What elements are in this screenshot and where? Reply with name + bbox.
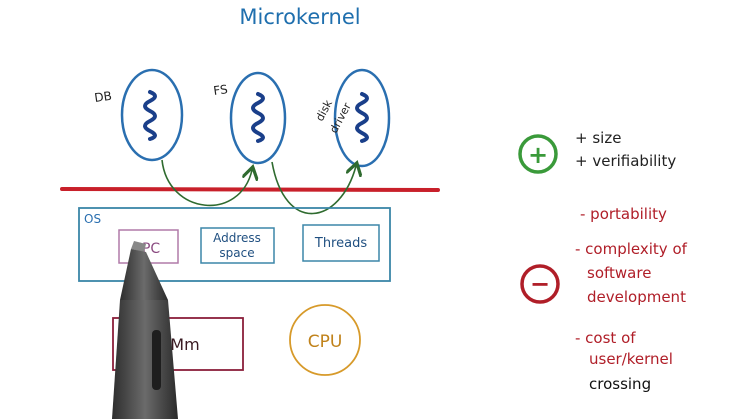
plus-circle-icon bbox=[518, 134, 558, 174]
minus-symbol: − bbox=[530, 270, 550, 298]
os-kernel-box: OS IPC Address space Threads bbox=[78, 207, 391, 282]
address-label-line2: space bbox=[219, 246, 254, 260]
memory-box: Mm bbox=[112, 317, 244, 371]
threads-component-box bbox=[302, 224, 380, 262]
ipc-arrow-db-to-fs bbox=[161, 159, 252, 207]
thread-squiggle-icon bbox=[251, 92, 265, 143]
thread-squiggle-icon bbox=[355, 92, 369, 143]
cpu-circle-outline bbox=[289, 304, 361, 376]
pros-section: + + size + verifiability bbox=[518, 129, 676, 174]
process-label-db: DB bbox=[93, 89, 112, 105]
ipc-arrow-fs-to-driver bbox=[271, 162, 356, 215]
thread-squiggle-icon bbox=[143, 90, 157, 141]
con-item-portability: - portability bbox=[580, 205, 667, 223]
process-oval bbox=[120, 68, 184, 162]
memory-box-outline bbox=[112, 317, 244, 371]
con-item-complexity-line1: - complexity of bbox=[575, 240, 688, 258]
con-item-cost-line3: crossing bbox=[589, 375, 651, 393]
process-disk-driver: disk driver bbox=[313, 68, 391, 168]
process-fs: FS bbox=[212, 71, 287, 165]
stylus-pen-icon bbox=[112, 241, 178, 419]
cpu-circle: CPU bbox=[289, 304, 361, 376]
os-label: OS bbox=[84, 212, 101, 226]
con-item-cost-line2: user/kernel bbox=[589, 350, 673, 368]
process-db: DB bbox=[93, 68, 184, 162]
address-label-line1: Address bbox=[213, 231, 261, 245]
user-kernel-boundary-line bbox=[60, 187, 440, 192]
con-item-complexity-line2: software bbox=[587, 264, 651, 282]
os-box-outline bbox=[78, 207, 391, 282]
con-item-cost-line1: - cost of bbox=[575, 329, 636, 347]
address-space-component-box bbox=[200, 227, 275, 264]
cons-section: − - portability - complexity of software… bbox=[520, 205, 688, 393]
cpu-label: CPU bbox=[308, 332, 343, 352]
con-item-complexity-line3: development bbox=[587, 288, 686, 306]
process-label-fs: FS bbox=[212, 82, 228, 98]
threads-label: Threads bbox=[314, 236, 367, 251]
pro-item-verifiability: + verifiability bbox=[575, 152, 676, 170]
pro-item-size: + size bbox=[575, 129, 621, 147]
diagram-title: Microkernel bbox=[239, 5, 360, 29]
plus-symbol: + bbox=[528, 141, 548, 169]
memory-label: Mm bbox=[170, 335, 199, 354]
process-oval bbox=[229, 71, 287, 165]
minus-circle-icon bbox=[520, 264, 560, 304]
